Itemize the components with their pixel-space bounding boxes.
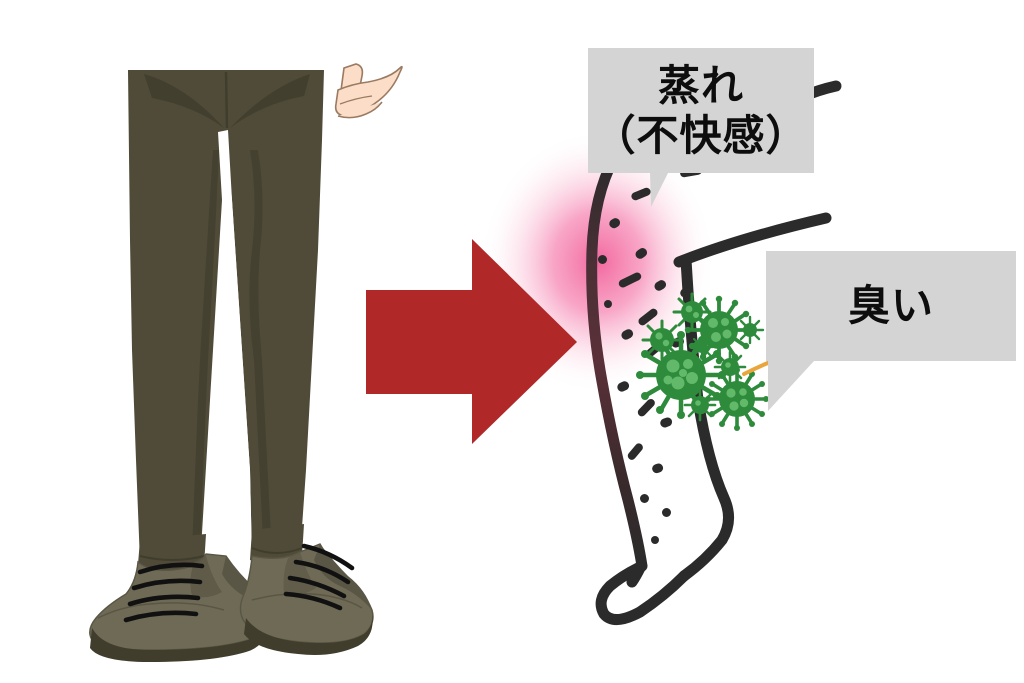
- left-boot: [89, 553, 269, 662]
- germ-icon: [641, 319, 683, 361]
- sock-leg-lineart: [586, 80, 842, 625]
- germ-icon: [689, 334, 715, 360]
- trousers: [128, 70, 324, 574]
- germ-icon: [713, 350, 747, 384]
- germ-icon: [683, 388, 717, 422]
- germ-icon: [672, 292, 712, 332]
- hand: [334, 63, 403, 119]
- bubble-steam[interactable]: [588, 48, 814, 207]
- red-right-arrow: [366, 239, 577, 444]
- right-boot: [239, 543, 374, 655]
- germ-icon: [735, 315, 765, 345]
- standing-person: [89, 63, 403, 662]
- right-boot-laces: [283, 543, 355, 611]
- left-boot-laces: [123, 562, 205, 623]
- bubble-smell[interactable]: [766, 251, 1016, 411]
- germ-particles: [636, 292, 769, 431]
